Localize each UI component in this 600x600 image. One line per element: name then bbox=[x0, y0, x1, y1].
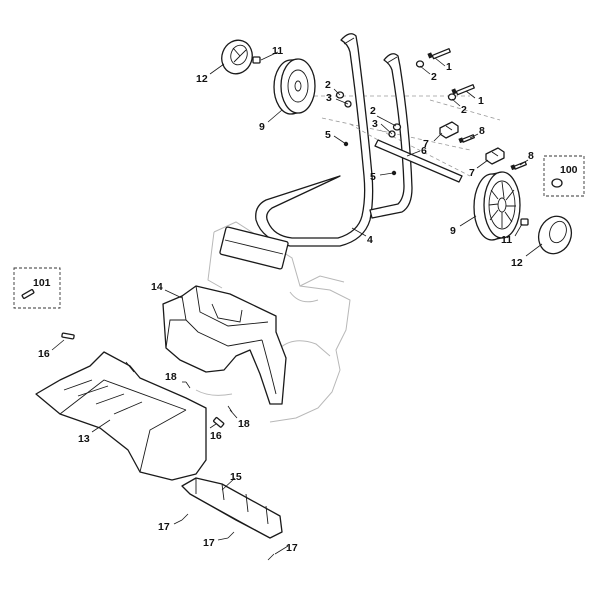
callout-7-lower: 7 bbox=[469, 167, 475, 179]
callout-9-left: 9 bbox=[259, 121, 265, 133]
clip-lower bbox=[520, 218, 529, 226]
callout-101: 101 bbox=[33, 277, 51, 289]
callout-2-right-upper: 2 bbox=[431, 71, 437, 83]
callout-16-upper: 16 bbox=[38, 348, 50, 360]
wheel-right bbox=[473, 171, 521, 241]
hub-cap-upper bbox=[221, 39, 253, 75]
callout-5-right: 5 bbox=[370, 171, 376, 183]
clip-upper bbox=[252, 56, 261, 64]
screw-17-a bbox=[181, 513, 189, 521]
hub-cap-lower bbox=[537, 215, 573, 255]
leader-lines bbox=[51, 51, 543, 555]
callout-8-lower: 8 bbox=[528, 150, 534, 162]
callout-17-right: 17 bbox=[286, 542, 298, 554]
bolt-upper bbox=[427, 48, 451, 60]
bracket-lower bbox=[485, 147, 505, 165]
washer-c bbox=[415, 60, 425, 68]
screw-16-upper bbox=[61, 332, 75, 340]
callout-12-upper: 12 bbox=[196, 73, 208, 85]
handle-frame bbox=[255, 33, 413, 247]
callout-7-upper: 7 bbox=[423, 138, 429, 150]
inset-box-101 bbox=[13, 267, 61, 309]
callout-3-left: 3 bbox=[326, 92, 332, 104]
callout-labels: 1 1 2 2 2 2 3 3 4 5 5 6 7 7 8 8 9 9 11 1… bbox=[33, 45, 578, 554]
washer-d bbox=[447, 93, 457, 101]
callout-13: 13 bbox=[78, 433, 90, 445]
pin-b bbox=[391, 170, 397, 176]
callout-100: 100 bbox=[560, 164, 578, 176]
callout-14: 14 bbox=[151, 281, 163, 293]
guide-rail bbox=[181, 477, 283, 539]
callout-16-lower: 16 bbox=[210, 430, 222, 442]
callout-9-right: 9 bbox=[450, 225, 456, 237]
screw-lower bbox=[510, 161, 527, 171]
axle bbox=[349, 123, 463, 183]
screw-17-c bbox=[267, 553, 275, 561]
callout-8-upper: 8 bbox=[479, 125, 485, 137]
inset-box-100 bbox=[543, 155, 585, 197]
screw-17-b bbox=[227, 531, 235, 539]
bolt-lower bbox=[451, 84, 475, 96]
callout-17-center: 17 bbox=[203, 537, 215, 549]
callout-18-right: 18 bbox=[238, 418, 250, 430]
callout-15: 15 bbox=[230, 471, 242, 483]
screw-16-lower bbox=[213, 417, 225, 428]
callout-11-lower: 11 bbox=[501, 234, 512, 246]
machine-ghost-outline bbox=[195, 95, 501, 423]
callout-4: 4 bbox=[367, 234, 373, 246]
deflector-chute bbox=[35, 351, 207, 481]
screw-upper bbox=[458, 134, 475, 144]
callout-1-upper: 1 bbox=[446, 61, 452, 73]
callout-17-left: 17 bbox=[158, 521, 170, 533]
callout-18-left: 18 bbox=[165, 371, 177, 383]
callout-2-center: 2 bbox=[370, 105, 376, 117]
callout-5-left: 5 bbox=[325, 129, 331, 141]
bracket-upper bbox=[439, 121, 459, 139]
callout-1-lower: 1 bbox=[478, 95, 484, 107]
callout-3-center: 3 bbox=[372, 118, 378, 130]
screw-18-a bbox=[185, 381, 191, 389]
housing bbox=[162, 226, 289, 405]
wheel-left bbox=[273, 58, 316, 115]
callout-2-left-upper: 2 bbox=[325, 79, 331, 91]
callout-2-right-lower: 2 bbox=[461, 104, 467, 116]
callout-11-upper: 11 bbox=[272, 45, 283, 57]
callout-12-lower: 12 bbox=[511, 257, 523, 269]
callout-6: 6 bbox=[421, 145, 427, 157]
